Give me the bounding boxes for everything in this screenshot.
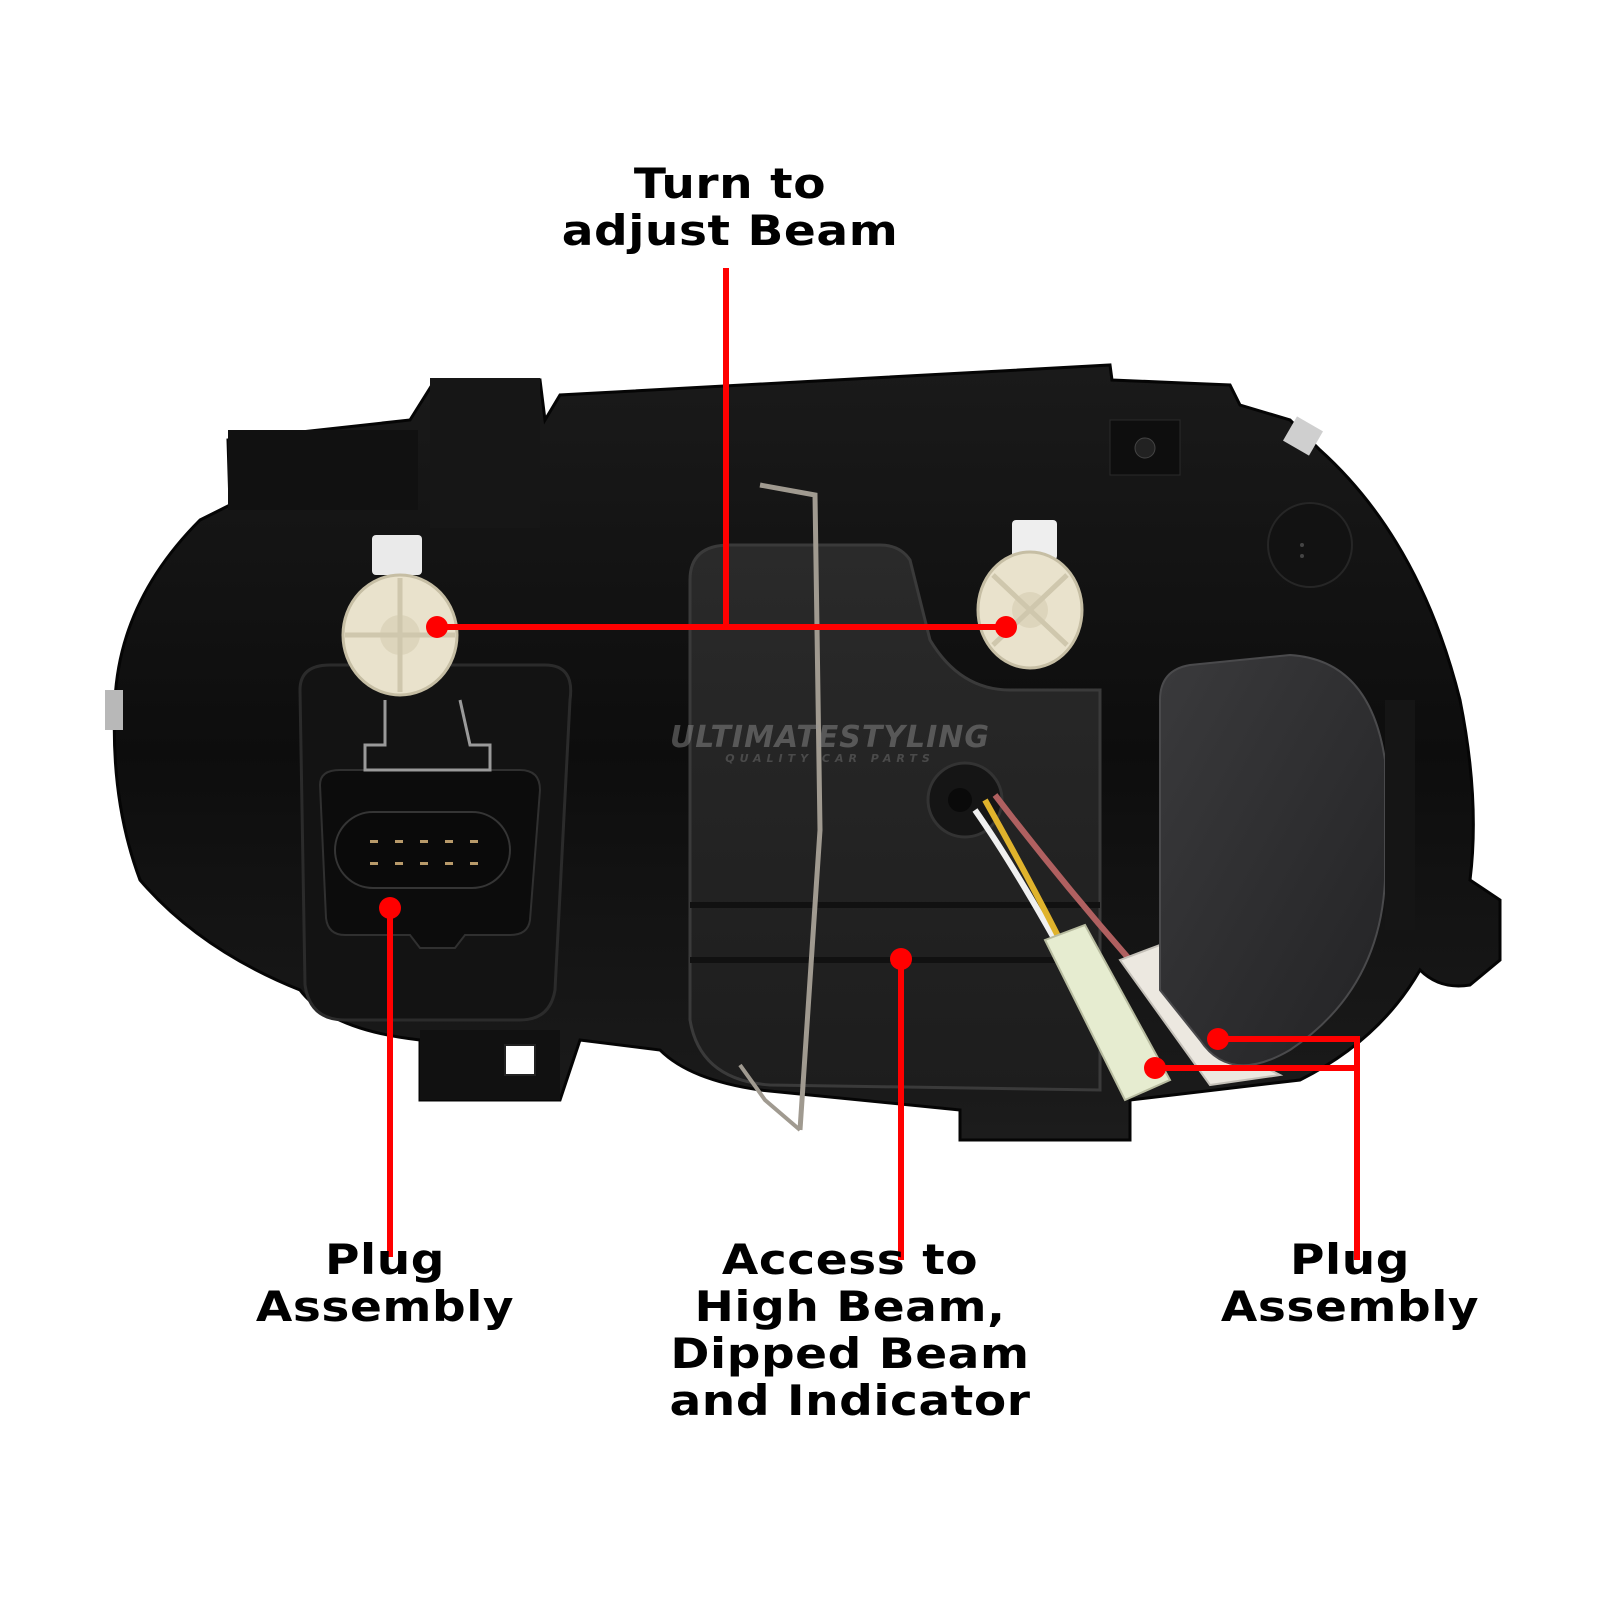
callout-dot-left-knob [426, 616, 448, 638]
watermark-tagline: QUALITY CAR PARTS [725, 752, 935, 765]
callout-lines [387, 268, 1360, 1260]
label-line: Assembly [255, 1282, 515, 1331]
label-line: Access to [721, 1235, 979, 1284]
callout-line-right-upper [1218, 1036, 1360, 1260]
label-line: and Indicator [669, 1376, 1031, 1425]
label-line: Plug [324, 1235, 446, 1284]
callout-dot-right-knob [995, 616, 1017, 638]
plug-pins [370, 840, 478, 865]
callout-dot-left-plug [379, 897, 401, 919]
label-line: adjust Beam [561, 206, 899, 255]
callout-label-right-plug-assembly: Plug Assembly [1160, 1236, 1541, 1330]
callout-dot-right-plug-upper [1207, 1028, 1229, 1050]
label-line: Assembly [1220, 1282, 1480, 1331]
right-bulb-cap [1159, 653, 1415, 1067]
callout-dot-right-plug-lower [1144, 1057, 1166, 1079]
callout-dot-center-access [890, 948, 912, 970]
callout-label-bulb-access: Access to High Beam, Dipped Beam and Ind… [615, 1236, 1085, 1424]
label-line: Dipped Beam [670, 1329, 1030, 1378]
label-line: Plug [1289, 1235, 1411, 1284]
right-beam-adjuster-knob [976, 520, 1084, 670]
callout-label-left-plug-assembly: Plug Assembly [195, 1236, 576, 1330]
left-plug-housing [298, 663, 573, 1100]
callout-label-turn-to-adjust-beam: Turn to adjust Beam [495, 160, 965, 254]
label-line: High Beam, [694, 1282, 1006, 1331]
label-line: Turn to [633, 159, 827, 208]
callout-dots [379, 616, 1229, 1079]
